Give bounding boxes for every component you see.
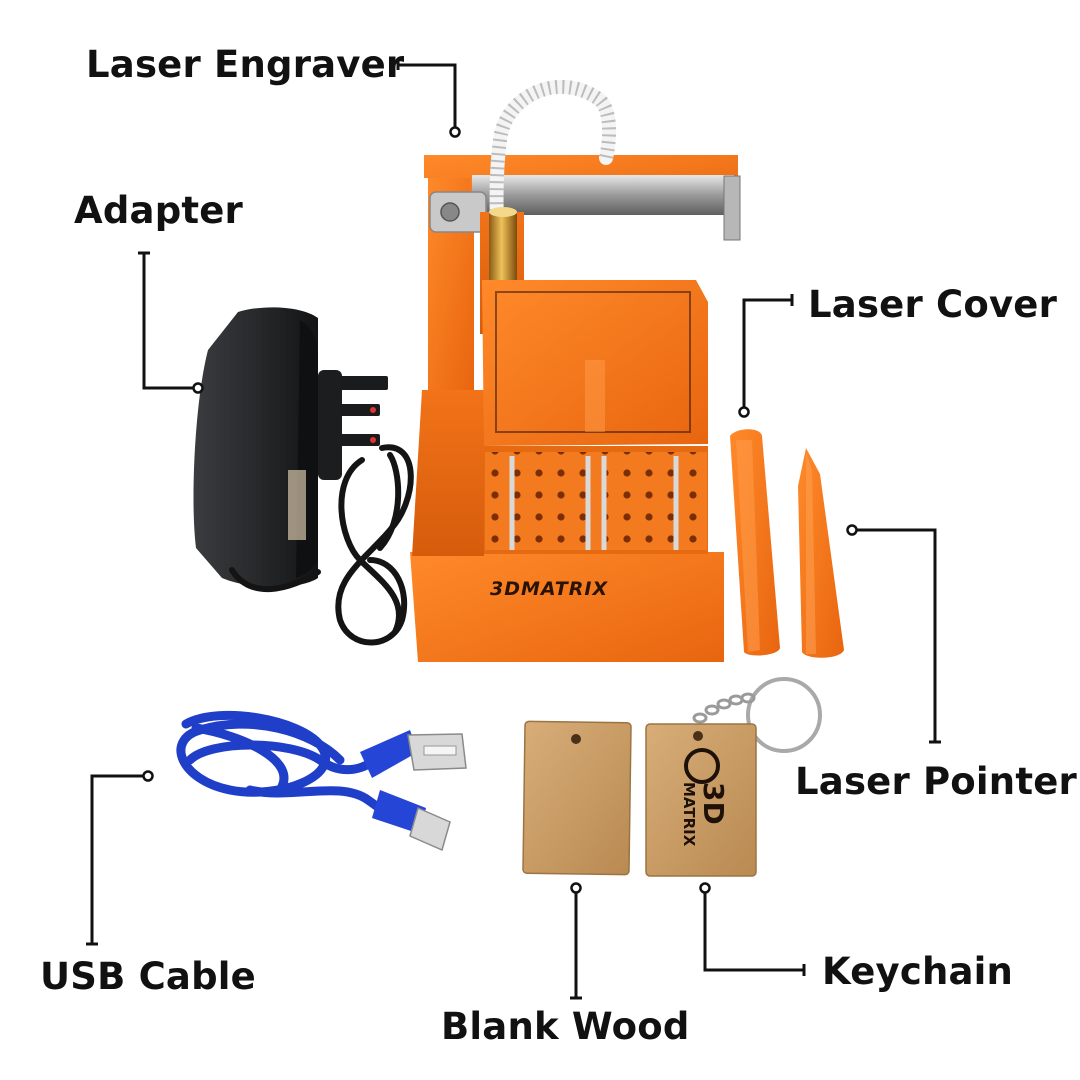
engraver-base	[410, 552, 724, 662]
engraver-brand-text: 3DMATRIX	[490, 578, 608, 600]
keychain-tag	[645, 723, 757, 877]
keychain-logo-3d: 3D	[697, 782, 730, 825]
usb-cable	[176, 710, 467, 852]
laser-pointer	[798, 448, 844, 658]
keychain: 3D MATRIX	[645, 677, 822, 877]
usb-connector-a	[360, 730, 418, 778]
plug-pin-top	[340, 376, 388, 390]
laser-cover	[730, 429, 780, 656]
plug-pin-bottom	[340, 434, 380, 446]
engraver-hole-grid	[485, 452, 707, 550]
leader-adapter	[138, 251, 194, 390]
leader-usb-cable	[86, 774, 144, 946]
callout-lines	[86, 58, 941, 1000]
keychain-engraved-logo: 3D MATRIX	[680, 748, 730, 847]
power-adapter	[193, 307, 414, 646]
adapter-body	[193, 307, 318, 587]
wood-hole	[571, 734, 581, 744]
plug-pin-middle	[340, 404, 380, 416]
label-usb-cable: USB Cable	[40, 955, 256, 998]
label-adapter: Adapter	[74, 189, 244, 232]
keychain-logo-matrix: MATRIX	[680, 782, 698, 847]
label-laser-engraver: Laser Engraver	[86, 43, 405, 86]
label-laser-cover: Laser Cover	[808, 283, 1058, 326]
leader-keychain	[703, 892, 806, 976]
label-blank-wood: Blank Wood	[441, 1005, 690, 1048]
leader-laser-engraver	[396, 58, 457, 128]
key-ring	[746, 677, 822, 753]
leader-laser-cover	[742, 294, 794, 408]
label-laser-pointer: Laser Pointer	[795, 760, 1077, 803]
usb-connector-b	[372, 790, 426, 834]
leader-laser-pointer	[856, 528, 941, 744]
label-keychain: Keychain	[822, 950, 1014, 993]
leader-blank-wood	[570, 892, 582, 1000]
adapter-cable	[229, 444, 414, 646]
engraver-steel-rail	[472, 175, 734, 215]
laser-engraver: 3DMATRIX	[410, 79, 741, 662]
blank-wood	[522, 720, 632, 876]
